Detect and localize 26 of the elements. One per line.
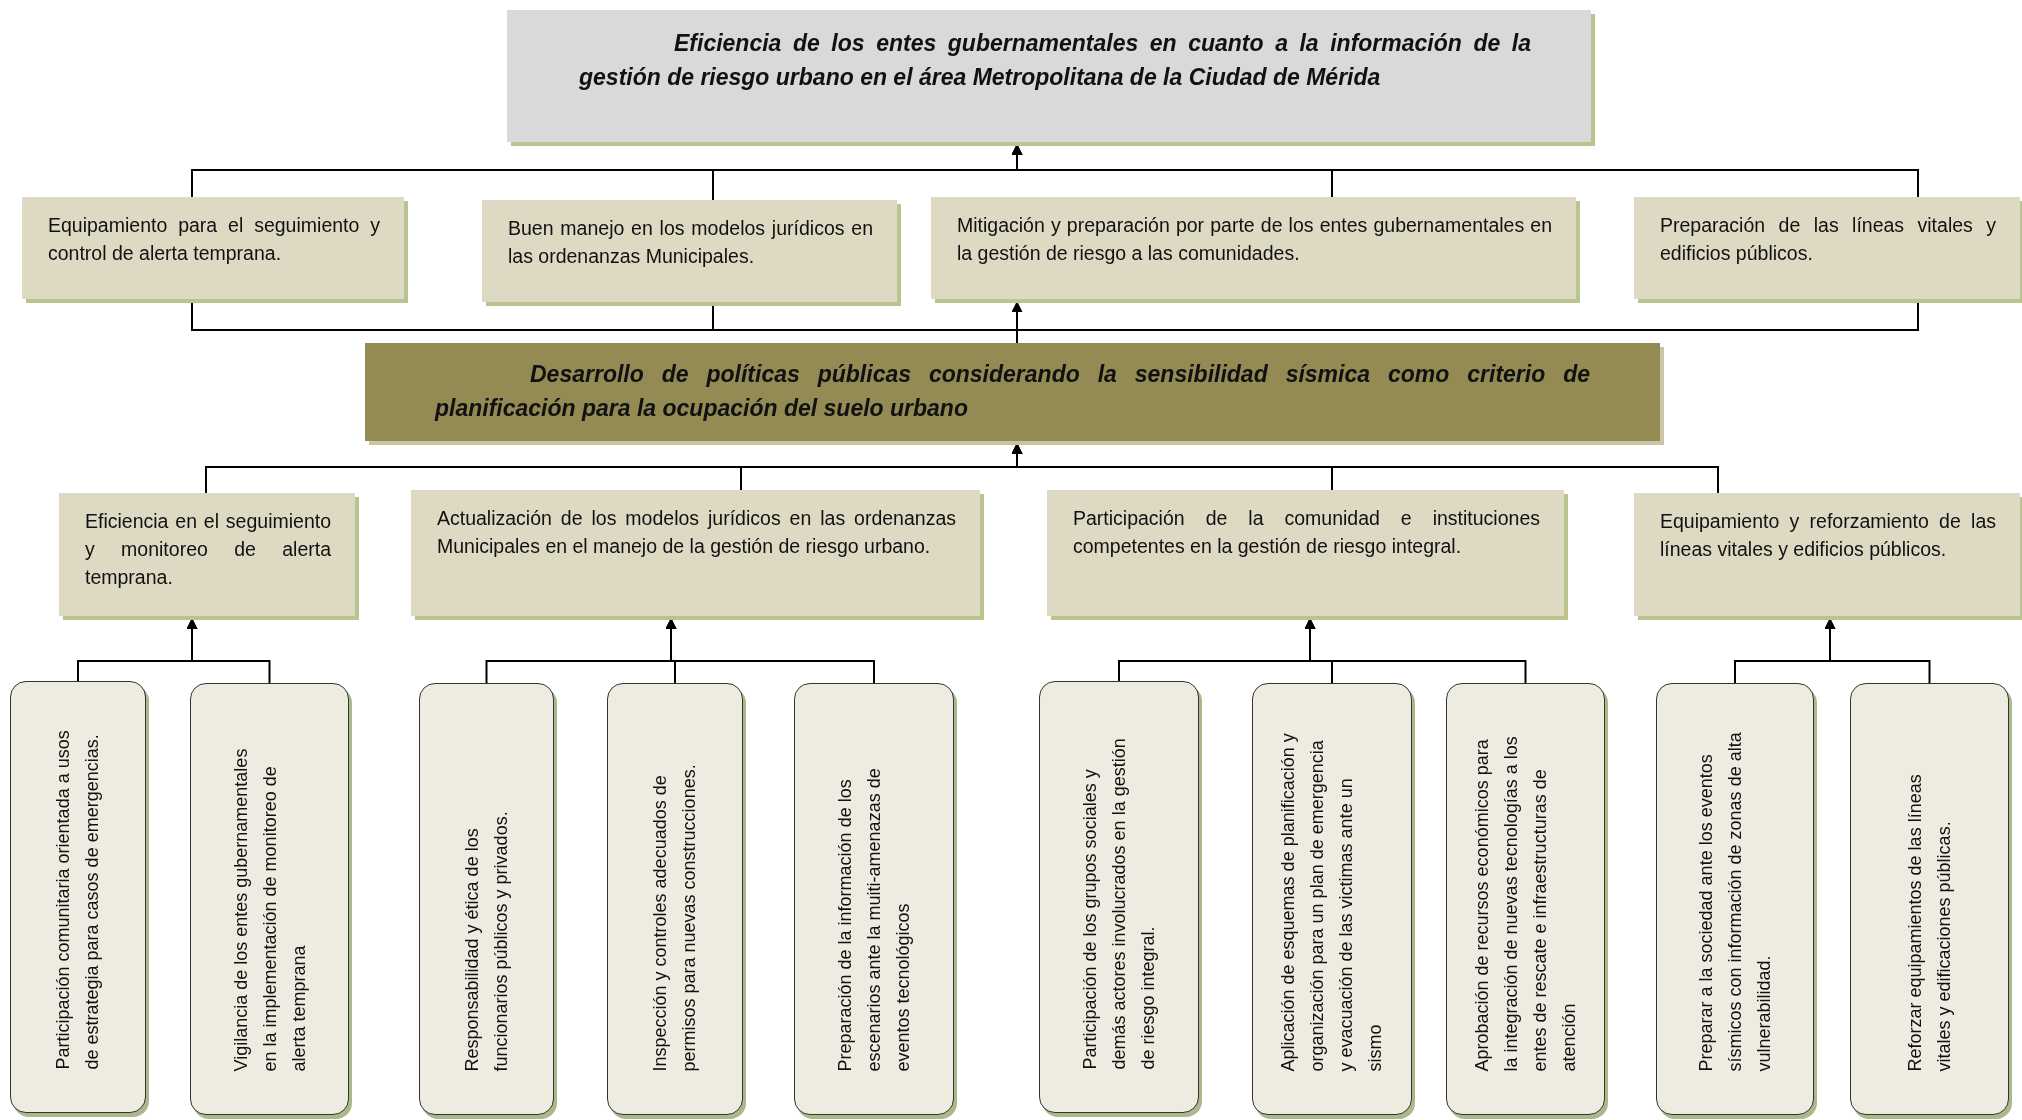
- arrow: [665, 617, 875, 684]
- box-label: Participación comunitaria orientada a usos de estrategia para casos de emergencias.: [52, 729, 103, 1070]
- box-label: Participación de la comunidad e instituciones competentes en la gestión de riesgo integral.: [1073, 506, 1540, 559]
- box-label: Buen manejo en los modelos jurídicos en las ordenanzas Municipales.: [508, 216, 873, 269]
- box-label: Eficiencia de los entes gubernamentales en cuanto a la información de la gestión de riesgo urbano en el área Metropolitana de la Ciudad de Mérida: [579, 29, 1531, 92]
- box-label: Participación de los grupos sociales y demás actores involucrados en la gestión de riesgo integral.: [1078, 737, 1159, 1070]
- box-label: Eficiencia en el seguimiento y monitoreo de alerta temprana.: [85, 509, 331, 590]
- arrow: [186, 617, 271, 684]
- box-label: Desarrollo de políticas públicas considerando la sensibilidad sísmica como criterio de planificación para la ocupación del suelo urbano: [435, 360, 1590, 423]
- box-label: Vigilancia de los entes gubernamentales en la implementación de monitoreo de alerta temprana: [229, 747, 310, 1072]
- box-label: Reforzar equipamientos de las líneas vitales y edificaciones públicas.: [1903, 773, 1955, 1072]
- box-label: Aprobación de recursos económicos para la integración de nuevas tecnologías a los entes de rescate e infraestructuras de atención: [1470, 735, 1580, 1072]
- box-label: Equipamiento y reforzamiento de las líneas vitales y edificios públicos.: [1660, 509, 1996, 562]
- arrow: [1011, 143, 1919, 198]
- box-label: Actualización de los modelos jurídicos en las ordenanzas Municipales en el manejo de la gestión de riesgo urbano.: [437, 506, 956, 559]
- arrow: [1824, 617, 1931, 684]
- box-label: Equipamiento para el seguimiento y control de alerta temprana.: [48, 213, 380, 266]
- box-label: Responsabilidad y ética de los funcionarios públicos y privados.: [460, 810, 512, 1072]
- box-label: Preparación de la información de los escenarios ante la muiti-amenazas de eventos tecnológicos: [833, 767, 914, 1072]
- box-label: Preparar a la sociedad ante los eventos sísmicos con información de zonas de alta vulnerabilidad.: [1694, 731, 1775, 1072]
- box-label: Preparación de las líneas vitales y edificios públicos.: [1660, 213, 1996, 266]
- box-label: Aplicación de esquemas de planificación y organización para un plan de emergencia y evacuación de las victimas ante un sismo: [1277, 732, 1386, 1072]
- arrow: [1011, 442, 1719, 494]
- box-label: Inspección y controles adecuados de permisos para nuevas construcciones.: [649, 763, 700, 1072]
- box-label: Mitigación y preparación por parte de los entes gubernamentales en la gestión de riesgo a las comunidades.: [957, 213, 1552, 266]
- arrow: [1304, 617, 1527, 684]
